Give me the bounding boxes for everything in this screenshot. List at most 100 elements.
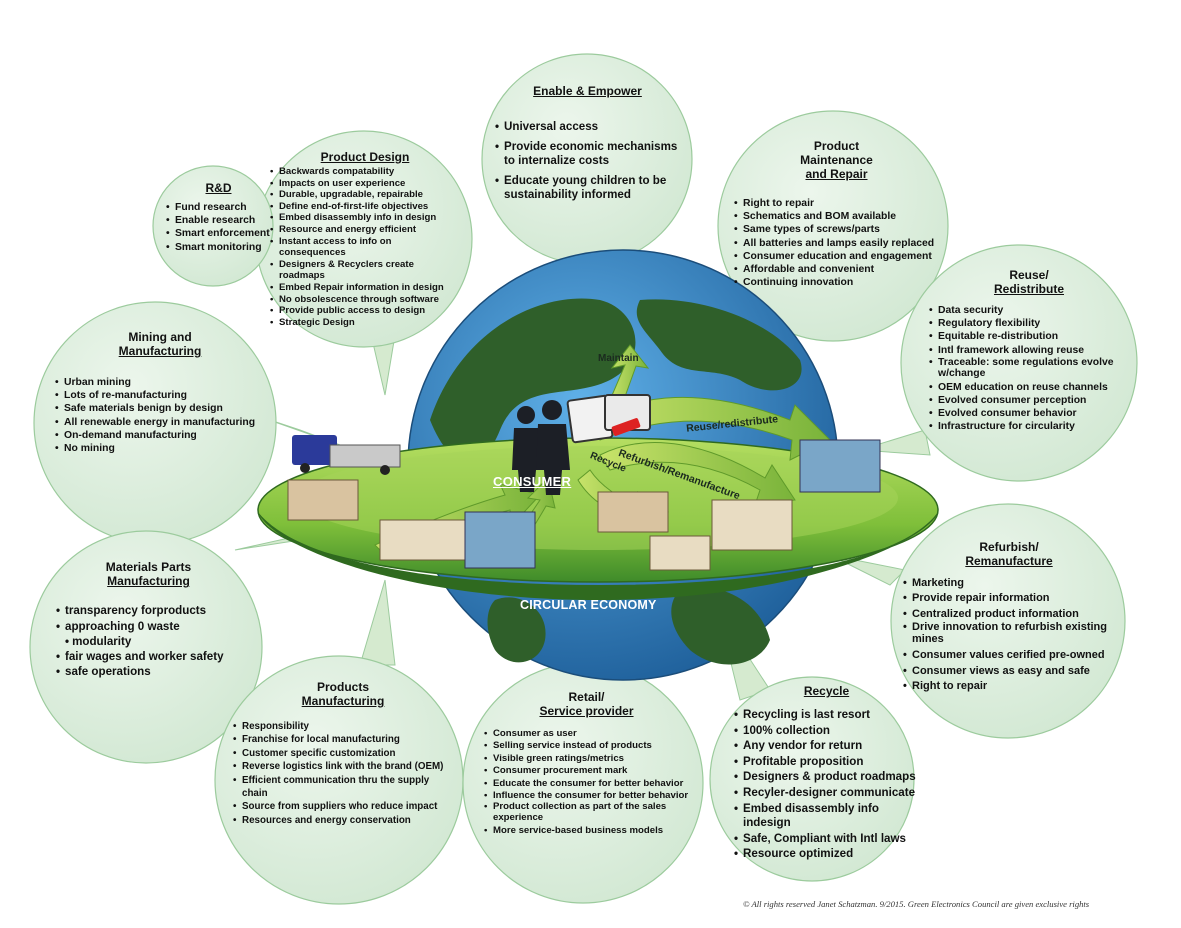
list-item: Resource optimized	[734, 847, 919, 862]
list-item: Designers & Recyclers create roadmaps	[270, 259, 460, 282]
continent-south-east	[671, 587, 770, 665]
list-item: Urban mining	[55, 376, 265, 389]
bubble-refurbish-text: Refurbish/ Remanufacture Marketing Provi…	[903, 540, 1115, 694]
warehouse-1	[287, 479, 359, 521]
list-item: Reverse logistics link with the brand (O…	[233, 760, 453, 774]
list-item: Consumer procurement mark	[484, 765, 689, 778]
list-item: Evolved consumer behavior	[929, 407, 1129, 420]
list-item: Responsibility	[233, 720, 453, 734]
consumer-figures	[512, 400, 570, 495]
list-item: Consumer as user	[484, 728, 689, 741]
list-item: Drive innovation to refurbish existing m…	[903, 621, 1115, 645]
bubble-title: Product Maintenance and Repair	[800, 139, 873, 181]
list-item: Instant access to info on consequences	[270, 236, 460, 259]
bubble-product-design-text: Product Design Backwards compatability I…	[270, 150, 460, 328]
list-item: 100% collection	[734, 724, 919, 739]
store-1	[464, 511, 536, 569]
store-2	[799, 439, 881, 493]
list-item: Consumer values cerified pre-owned	[903, 648, 1115, 663]
list-item: Define end-of-first-life objectives	[270, 201, 460, 213]
list-item: Customer specific customization	[233, 747, 453, 761]
warehouse-2	[597, 491, 669, 533]
list-item-continuation: •modularity	[65, 635, 132, 649]
list-item: No obsolescence through software	[270, 294, 460, 306]
bubble-materials-text: Materials Parts Manufacturing transparen…	[56, 560, 241, 681]
list-item: Universal access	[495, 120, 680, 135]
list-item: Strategic Design	[270, 317, 460, 329]
list-item: Centralized product information	[903, 607, 1115, 622]
list-item: Backwards compatability	[270, 166, 460, 178]
list-item: Safe materials benign by design	[55, 402, 265, 415]
list-item: Same types of screws/parts	[734, 223, 939, 236]
list-item: Intl framework allowing reuse	[929, 344, 1129, 357]
consumer-label: CONSUMER	[493, 474, 572, 489]
list-item: All batteries and lamps easily replaced	[734, 237, 939, 250]
devices	[566, 394, 651, 444]
bubble-title: Products Manufacturing	[301, 680, 385, 708]
list-item: Affordable and convenient	[734, 263, 939, 276]
bubble-title: Enable & Empower	[533, 84, 642, 98]
factory-3	[649, 535, 711, 571]
list-item: safe operations	[56, 665, 241, 680]
list-item: Designers & product roadmaps	[734, 770, 919, 785]
list-item: Source from suppliers who reduce impact	[233, 800, 453, 814]
list-item: Right to repair	[903, 679, 1115, 694]
list-item: Provide economic mechanisms to internali…	[495, 140, 680, 169]
list-item: Resources and energy conservation	[233, 814, 453, 828]
continent-east	[636, 299, 802, 391]
copyright-notice: © All rights reserved Janet Schatzman. 9…	[743, 899, 1090, 909]
list-item: Educate the consumer for better behavior	[484, 778, 689, 791]
bubble-mining-text: Mining and Manufacturing Urban mining Lo…	[55, 330, 265, 455]
flow-label-maintain: Maintain	[598, 353, 639, 364]
list-item: Embed Repair information in design	[270, 282, 460, 294]
list-item: Franchise for local manufacturing	[233, 733, 453, 747]
bubble-title: Product Design	[320, 150, 410, 164]
list-item: transparency forproducts	[56, 604, 241, 619]
list-item: Equitable re-distribution	[929, 330, 1129, 343]
list-item: Smart monitoring	[166, 241, 271, 254]
list-item: On-demand manufacturing	[55, 429, 265, 442]
bubble-rnd-text: R&D Fund research Enable research Smart …	[166, 181, 271, 254]
bubble-title: Recycle	[803, 684, 850, 698]
bubble-retail-text: Retail/ Service provider Consumer as use…	[484, 690, 689, 838]
truck	[292, 435, 337, 465]
list-item: Visible green ratings/metrics	[484, 753, 689, 766]
bubble-enable-text: Enable & Empower Universal access Provid…	[495, 84, 680, 204]
list-item: Right to repair	[734, 197, 939, 210]
bubble-title: Mining and Manufacturing	[118, 330, 202, 358]
bubble-title: Refurbish/ Remanufacture	[965, 540, 1053, 568]
list-item: fair wages and worker safety	[56, 650, 241, 665]
list-item: Regulatory flexibility	[929, 317, 1129, 330]
list-item: Educate young children to be sustainabil…	[495, 174, 680, 203]
list-item: Efficient communication thru the supply …	[233, 774, 453, 801]
bubble-recycle-text: Recycle Recycling is last resort 100% co…	[734, 684, 919, 863]
list-item: Selling service instead of products	[484, 740, 689, 753]
list-item: Continuing innovation	[734, 276, 939, 289]
bubble-title: Materials Parts Manufacturing	[105, 560, 192, 588]
list-item: Provide public access to design	[270, 305, 460, 317]
list-item: Embed disassembly info indesign	[734, 802, 919, 831]
list-item: Marketing	[903, 576, 1115, 591]
list-item: Fund research	[166, 201, 271, 214]
list-item: Consumer views as easy and safe	[903, 664, 1115, 679]
list-item: Resource and energy efficient	[270, 224, 460, 236]
list-item: Provide repair information	[903, 591, 1115, 606]
list-item: Recyler-designer communicate	[734, 786, 919, 801]
list-item: Safe, Compliant with Intl laws	[734, 832, 919, 847]
tail-products	[359, 579, 396, 666]
factory-1	[379, 519, 471, 561]
list-item: Embed disassembly info in design	[270, 212, 460, 224]
list-item: OEM education on reuse channels	[929, 381, 1129, 394]
list-item: Traceable: some regulations evolve w/cha…	[929, 357, 1129, 379]
list-item: approaching 0 waste	[56, 620, 241, 635]
bubble-products-text: Products Manufacturing Responsibility Fr…	[233, 680, 453, 828]
list-item: Smart enforcement	[166, 227, 271, 240]
list-item: All renewable energy in manufacturing	[55, 416, 265, 429]
industry-icons	[287, 435, 881, 571]
list-item: Evolved consumer perception	[929, 394, 1129, 407]
list-item: Consumer education and engagement	[734, 250, 939, 263]
list-item: Durable, upgradable, repairable	[270, 189, 460, 201]
bubble-title: Retail/ Service provider	[539, 690, 634, 718]
bubble-title: R&D	[205, 181, 232, 195]
continent-north	[430, 298, 636, 463]
